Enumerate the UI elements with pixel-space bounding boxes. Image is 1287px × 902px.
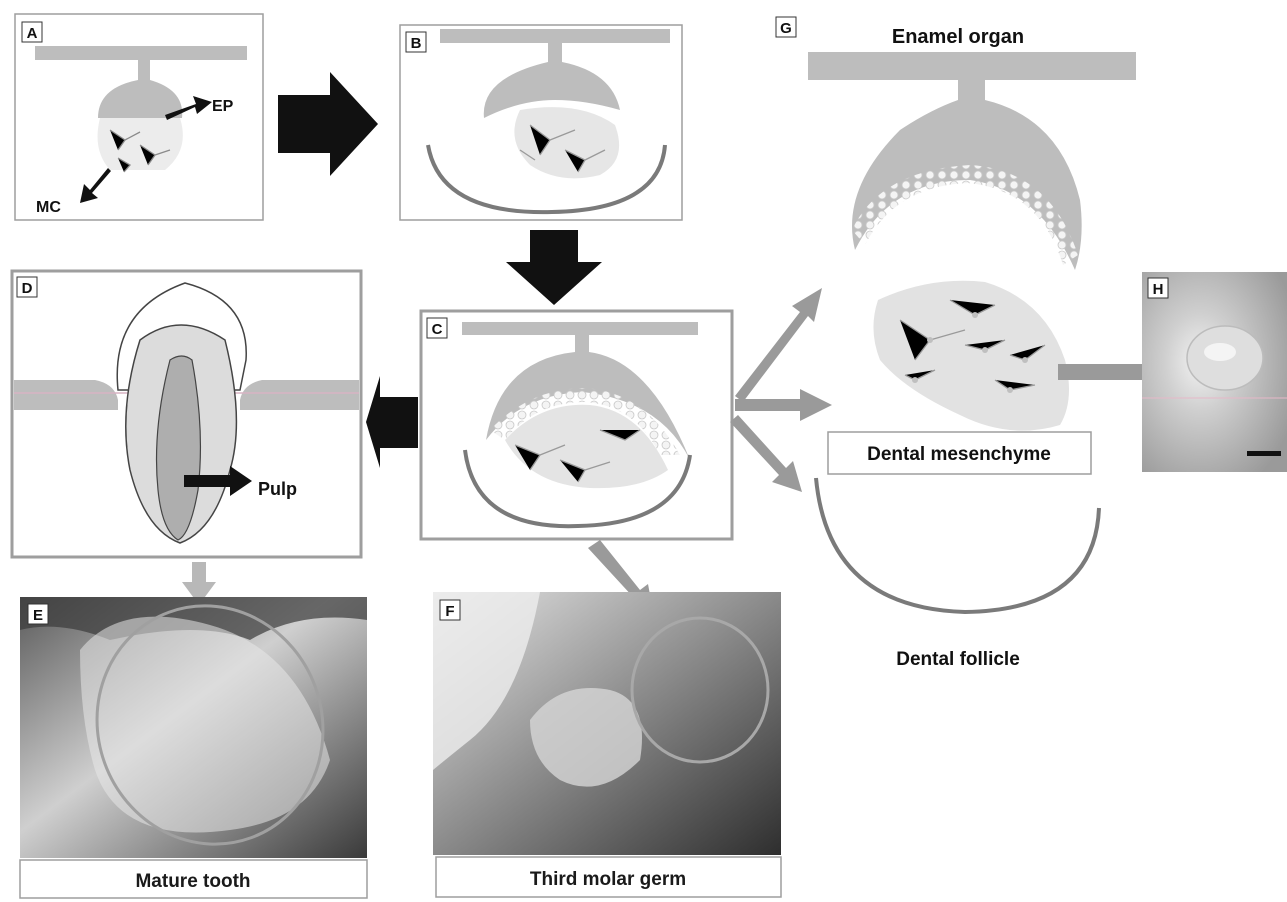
panel-b-oral-epithelium <box>440 29 670 43</box>
panel-d-gingiva-left <box>14 380 118 410</box>
arrow-to-dental-mesenchyme <box>735 389 832 421</box>
panel-b: B <box>400 25 682 220</box>
panel-d-letter: D <box>22 280 33 297</box>
arrow-a-to-b <box>278 72 378 176</box>
panel-b-letter: B <box>411 35 422 52</box>
panel-g-oral-epithelium <box>808 52 1136 80</box>
panel-f: F Third molar germ <box>433 592 781 897</box>
panel-h-scale-bar <box>1247 451 1281 456</box>
panel-h: H <box>1142 272 1287 472</box>
panel-c-oral-epithelium <box>462 322 698 335</box>
pulp-label: Pulp <box>258 479 297 499</box>
panel-c: C <box>421 311 732 539</box>
arrow-c-to-d <box>366 376 418 468</box>
ep-label: EP <box>212 98 234 115</box>
enamel-organ-label: Enamel organ <box>892 26 1024 48</box>
panel-d-gingiva-right <box>240 380 359 410</box>
arrow-to-dental-follicle <box>730 415 802 492</box>
panel-h-highlight <box>1204 343 1236 361</box>
panel-e: E Mature tooth <box>20 574 367 898</box>
panel-a-mesenchyme <box>98 118 183 170</box>
panel-g: G Enamel organ Dental mesenchyme Dental … <box>776 17 1136 670</box>
panel-g-letter: G <box>780 20 792 37</box>
panel-e-letter: E <box>33 607 43 624</box>
third-molar-germ-caption: Third molar germ <box>530 869 686 890</box>
panel-g-dental-follicle <box>816 478 1099 612</box>
dental-follicle-label: Dental follicle <box>896 649 1020 670</box>
mc-label: MC <box>36 199 61 216</box>
panel-h-letter: H <box>1153 281 1164 298</box>
panel-f-letter: F <box>445 603 454 620</box>
mature-tooth-caption: Mature tooth <box>135 871 250 892</box>
panel-a: A EP MC <box>15 14 263 220</box>
panel-d: D Pulp <box>12 271 361 557</box>
arrow-to-enamel-organ <box>735 288 822 402</box>
arrows-c-to-g <box>730 288 832 492</box>
arrow-b-to-c <box>506 230 602 305</box>
dental-mesenchyme-label: Dental mesenchyme <box>867 444 1051 465</box>
panel-a-oral-epithelium <box>35 46 247 60</box>
panel-c-letter: C <box>432 321 443 338</box>
panel-a-letter: A <box>27 25 38 42</box>
